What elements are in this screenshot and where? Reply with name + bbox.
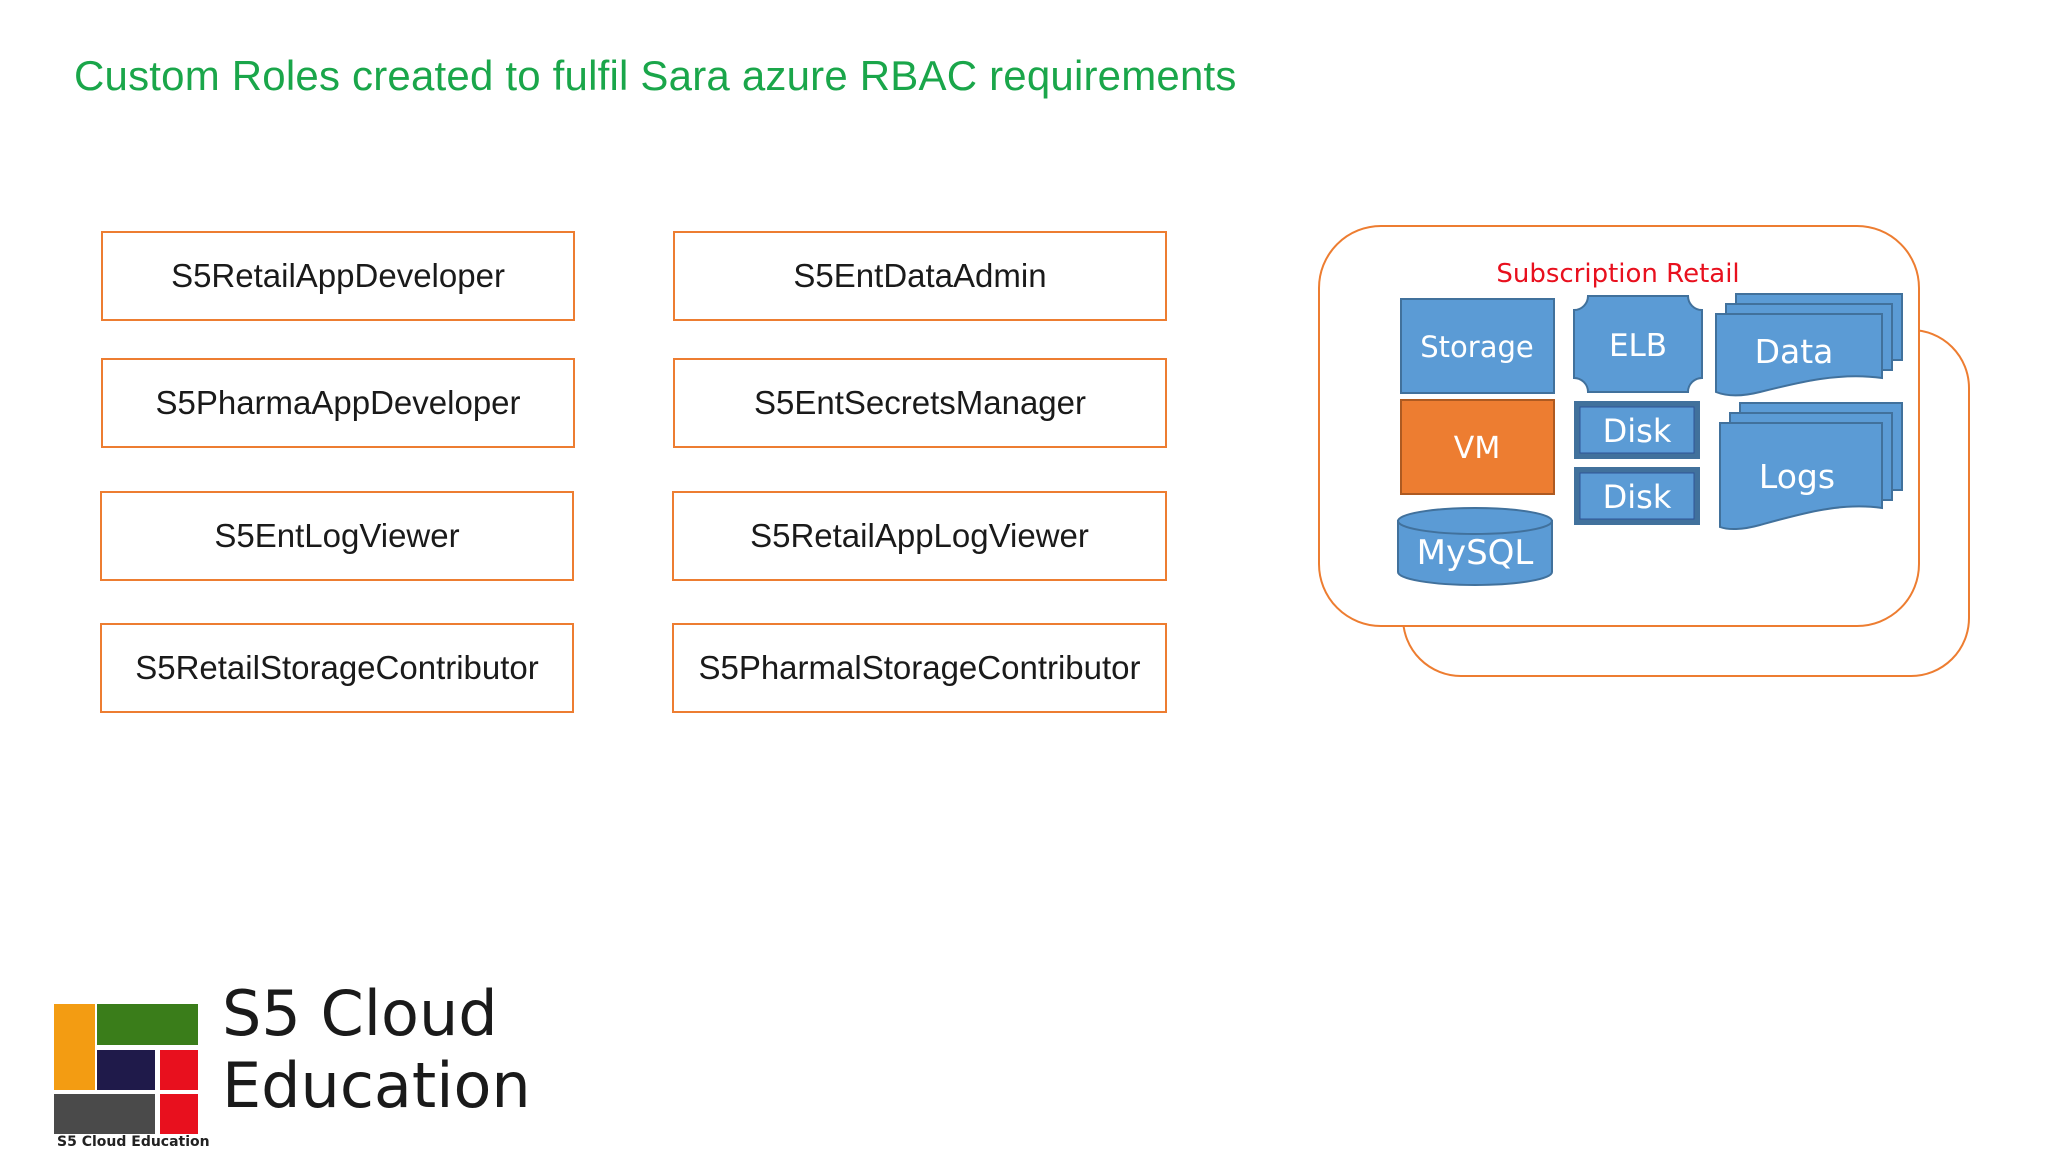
disk-block-2 xyxy=(1574,467,1700,525)
subscription-label: Subscription Retail xyxy=(1496,259,1739,289)
storage-block xyxy=(1400,298,1555,394)
elb-label: ELB xyxy=(1609,328,1667,364)
logo-line-1: S5 Cloud xyxy=(222,977,498,1050)
logs-documents-icon xyxy=(1719,402,1903,531)
logo-caption: S5 Cloud Education xyxy=(57,1134,210,1150)
mysql-database-icon xyxy=(1397,507,1553,586)
role-box: S5RetailStorageContributor xyxy=(100,623,574,713)
logs-label: Logs xyxy=(1759,457,1835,496)
disk-label-1: Disk xyxy=(1603,412,1672,450)
role-box: S5EntDataAdmin xyxy=(673,231,1167,321)
slide-title: Custom Roles created to fulfil Sara azur… xyxy=(74,52,1237,99)
storage-label: Storage xyxy=(1420,330,1533,364)
vm-label: VM xyxy=(1454,431,1500,466)
role-box: S5RetailAppDeveloper xyxy=(101,231,575,321)
elb-block xyxy=(1573,295,1703,393)
role-box: S5RetailAppLogViewer xyxy=(672,491,1167,581)
vm-block xyxy=(1400,399,1555,495)
role-box: S5EntLogViewer xyxy=(100,491,574,581)
logo-line-2: Education xyxy=(222,1049,531,1122)
role-box: S5PharmaAppDeveloper xyxy=(101,358,575,448)
data-documents-icon xyxy=(1715,293,1903,397)
role-box: S5PharmalStorageContributor xyxy=(672,623,1167,713)
disk-label-2: Disk xyxy=(1603,478,1672,516)
mysql-label: MySQL xyxy=(1417,533,1534,573)
data-label: Data xyxy=(1755,332,1834,371)
role-box: S5EntSecretsManager xyxy=(673,358,1167,448)
logo-wordmark: S5 Cloud Education xyxy=(222,978,531,1122)
disk-block-1 xyxy=(1574,401,1700,459)
s5-logo-mark xyxy=(54,1004,198,1134)
